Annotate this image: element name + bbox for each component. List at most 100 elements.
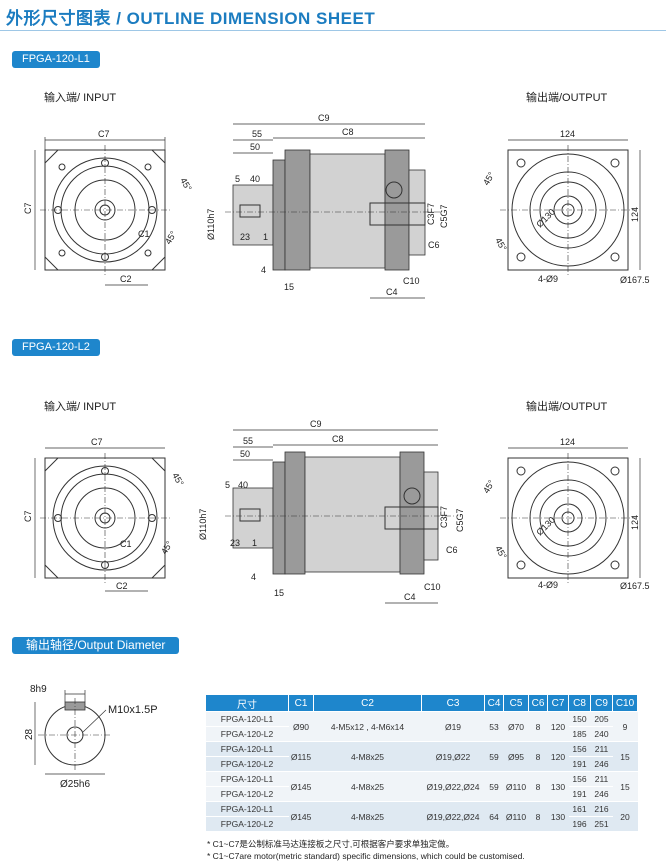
cell-c5: Ø110 <box>503 801 529 832</box>
cell-c9: 211 <box>590 741 613 757</box>
header-c4: C4 <box>484 694 504 712</box>
cell-c9: 205 <box>590 711 613 727</box>
input-label-l1: 输入端/ INPUT <box>44 92 117 104</box>
cell-model: FPGA-120-L1 <box>205 741 289 757</box>
dim-d167-l1: Ø167.5 <box>620 275 650 285</box>
dim-c7-top-l1: C7 <box>98 129 110 139</box>
dim-5-l2: 5 <box>225 480 230 490</box>
header-size: 尺寸 <box>205 694 289 712</box>
table-row: FPGA-120-L2 196 251 <box>205 816 638 832</box>
dim-c1-l1: C1 <box>138 229 150 239</box>
dim-c3-l1: C3F7 <box>426 203 436 225</box>
cell-c10: 15 <box>612 771 638 802</box>
table-row: FPGA-120-L2 191 246 <box>205 756 638 772</box>
output-view-l1: 124 124 Ø130 4-Ø9 Ø167.5 45° 45° <box>481 129 649 285</box>
cell-c8: 150 <box>568 711 591 727</box>
cell-c3: Ø19,Ø22,Ø24 <box>421 771 485 802</box>
cell-c4: 59 <box>484 741 504 772</box>
header-c1: C1 <box>288 694 314 712</box>
cell-c3: Ø19,Ø22,Ø24 <box>421 801 485 832</box>
table-row: FPGA-120-L1 Ø145 4-M8x25 Ø19,Ø22,Ø24 64 … <box>205 801 638 832</box>
cell-c8: 196 <box>568 816 591 832</box>
cell-c4: 64 <box>484 801 504 832</box>
section-tag-l2: FPGA-120-L2 <box>12 339 100 356</box>
cell-c6: 8 <box>528 801 548 832</box>
dim-5-l1: 5 <box>235 174 240 184</box>
cell-c3: Ø19 <box>421 711 485 742</box>
dim-d110-l2: Ø110h7 <box>198 509 208 540</box>
cell-c10: 20 <box>612 801 638 832</box>
header-c3: C3 <box>421 694 485 712</box>
dim-c8-l1: C8 <box>342 127 354 137</box>
dim-c9-l2: C9 <box>310 419 322 429</box>
dim-50-l1: 50 <box>250 142 260 152</box>
drawing-l1: C7 C7 C2 C1 45° 45° C9 C8 55 50 5 40 23 … <box>23 113 650 299</box>
side-view-l1: C9 C8 55 50 5 40 23 1 4 15 Ø110h7 C3F7 C… <box>206 113 449 299</box>
cell-c9: 251 <box>590 816 613 832</box>
cell-c7: 120 <box>547 711 569 742</box>
dim-23-l2: 23 <box>230 538 240 548</box>
header-c6: C6 <box>528 694 548 712</box>
table-row: FPGA-120-L1 Ø115 4-M8x25 Ø19,Ø22 59 Ø95 … <box>205 741 638 772</box>
shaft-diameter-label: Ø25h6 <box>60 779 90 790</box>
dim-angle-d-l2: 45° <box>493 544 509 561</box>
input-view-l2: C7 C7 C2 C1 45° 45° <box>23 437 186 592</box>
output-label-l2: 输出端/OUTPUT <box>526 401 608 413</box>
cell-model: FPGA-120-L2 <box>205 816 289 832</box>
cell-c4: 59 <box>484 771 504 802</box>
cell-c1: Ø145 <box>288 801 314 832</box>
dim-angle-c-l1: 45° <box>481 170 497 187</box>
header-c10: C10 <box>612 694 638 712</box>
dim-c7-top-l2: C7 <box>91 437 103 447</box>
dim-d110-l1: Ø110h7 <box>206 209 216 240</box>
side-view-l2: C9 C8 55 50 5 40 23 1 4 15 Ø110h7 C3F7 C… <box>198 419 465 604</box>
cell-c9: 246 <box>590 786 613 802</box>
shaft-key-label: 8h9 <box>30 684 47 695</box>
title-divider <box>0 30 666 31</box>
cell-c8: 191 <box>568 756 591 772</box>
cell-c2: 4-M5x12 , 4-M6x14 <box>313 711 422 742</box>
dim-c2-l2: C2 <box>116 581 128 591</box>
dim-angle-c-l2: 45° <box>481 478 497 495</box>
footnote-en: * C1~C7are motor(metric standard) specif… <box>207 851 525 861</box>
cell-c9: 216 <box>590 801 613 817</box>
output-label-l1: 输出端/OUTPUT <box>526 92 608 104</box>
cell-c1: Ø145 <box>288 771 314 802</box>
dim-1-l2: 1 <box>252 538 257 548</box>
dim-angle-d-l1: 45° <box>493 236 509 253</box>
cell-c8: 191 <box>568 786 591 802</box>
dim-c4-l1: C4 <box>386 287 398 297</box>
dim-124-top-l2: 124 <box>560 437 575 447</box>
dim-c8-l2: C8 <box>332 434 344 444</box>
dim-angle-b-l2: 45° <box>159 539 175 556</box>
dim-c7-side-l1: C7 <box>23 202 33 214</box>
dim-c3-l2: C3F7 <box>439 506 449 528</box>
spec-table: 尺寸 C1 C2 C3 C4 C5 C6 C7 C8 C9 C10 FPGA-1… <box>205 694 638 832</box>
dim-15-l2: 15 <box>274 588 284 598</box>
cell-c1: Ø90 <box>288 711 314 742</box>
cell-c7: 130 <box>547 771 569 802</box>
page-title: 外形尺寸图表 / OUTLINE DIMENSION SHEET <box>6 9 376 28</box>
dim-c9-l1: C9 <box>318 113 330 123</box>
cell-c2: 4-M8x25 <box>313 801 422 832</box>
cell-c7: 130 <box>547 801 569 832</box>
dim-4d9-l1: 4-Ø9 <box>538 274 558 284</box>
header-c5: C5 <box>503 694 529 712</box>
dim-4-l1: 4 <box>261 265 266 275</box>
cell-model: FPGA-120-L1 <box>205 771 289 787</box>
cell-c5: Ø95 <box>503 741 529 772</box>
cell-c8: 156 <box>568 771 591 787</box>
cell-model: FPGA-120-L2 <box>205 786 289 802</box>
cell-c8: 161 <box>568 801 591 817</box>
cell-model: FPGA-120-L2 <box>205 756 289 772</box>
header-c8: C8 <box>568 694 591 712</box>
drawing-l2: C7 C7 C2 C1 45° 45° C9 C8 55 50 5 40 23 … <box>23 419 650 604</box>
header-c7: C7 <box>547 694 569 712</box>
cell-model: FPGA-120-L1 <box>205 711 289 727</box>
cell-c3: Ø19,Ø22 <box>421 741 485 772</box>
cell-c8: 185 <box>568 726 591 742</box>
dim-4-l2: 4 <box>251 572 256 582</box>
header-c9: C9 <box>590 694 613 712</box>
dim-15-l1: 15 <box>284 282 294 292</box>
table-row: FPGA-120-L2 185 240 <box>205 726 638 742</box>
